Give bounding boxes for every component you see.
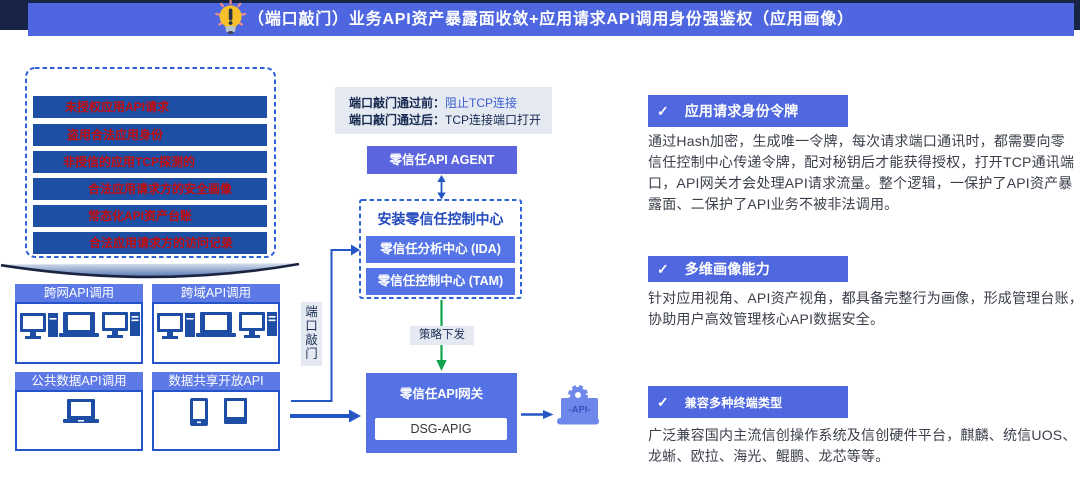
svg-text:-API-: -API- (568, 405, 590, 416)
